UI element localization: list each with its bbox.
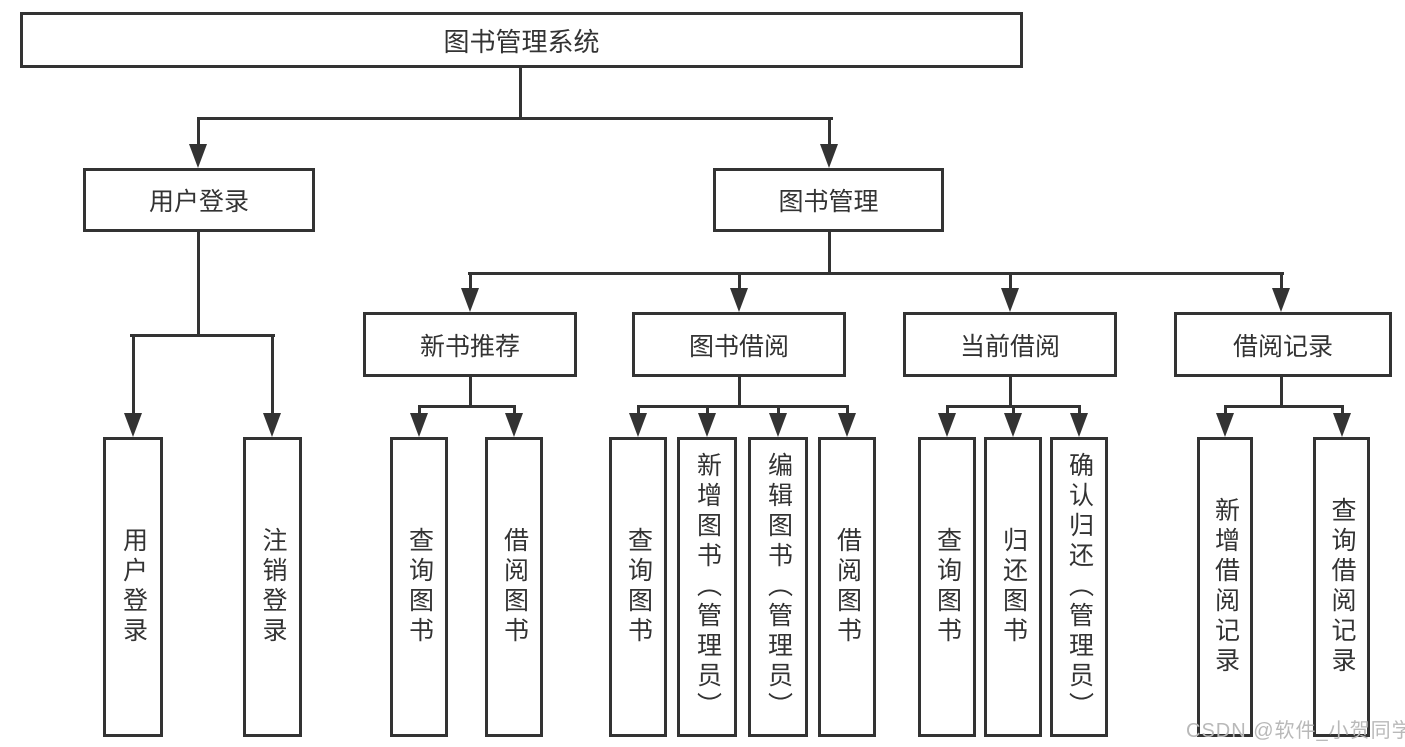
node-label: 查询图书: [405, 527, 434, 647]
arrow-down-icon: [1272, 288, 1290, 312]
arrow-down-icon: [1333, 413, 1351, 437]
node-label: 用户登录: [119, 527, 148, 647]
node-label: 查询图书: [933, 527, 962, 647]
connector-line: [513, 408, 516, 417]
node-library-management-system: 图书管理系统: [20, 12, 1023, 68]
connector-line: [706, 408, 709, 417]
leaf-query-books-recommend: 查询图书: [390, 437, 448, 737]
leaf-query-books-current: 查询图书: [918, 437, 976, 737]
node-label: 查询借阅记录: [1328, 497, 1356, 677]
leaf-query-books-borrowing: 查询图书: [609, 437, 667, 737]
arrow-down-icon: [838, 413, 856, 437]
connector-line: [637, 408, 640, 417]
connector-line: [1224, 405, 1344, 408]
connector-line: [418, 408, 421, 417]
arrow-down-icon: [1070, 413, 1088, 437]
leaf-logout: 注销登录: [243, 437, 302, 737]
node-label: 图书借阅: [688, 332, 789, 361]
arrow-down-icon: [629, 413, 647, 437]
node-new-book-recommendation: 新书推荐: [363, 312, 577, 377]
arrow-down-icon: [769, 413, 787, 437]
connector-line: [1012, 408, 1015, 417]
leaf-user-login: 用户登录: [103, 437, 163, 737]
connector-line: [828, 120, 831, 148]
connector-line: [197, 232, 200, 337]
arrow-down-icon: [820, 144, 838, 168]
arrow-down-icon: [461, 288, 479, 312]
connector-line: [637, 405, 849, 408]
node-label: 新增图书（管理员）: [693, 452, 722, 722]
node-label: 确认归还（管理员）: [1065, 452, 1094, 722]
arrow-down-icon: [124, 413, 142, 437]
node-label: 借阅记录: [1232, 332, 1333, 361]
connector-line: [777, 408, 780, 417]
leaf-borrow-books-recommend: 借阅图书: [485, 437, 543, 737]
arrow-down-icon: [1001, 288, 1019, 312]
arrow-down-icon: [1004, 413, 1022, 437]
node-label: 新书推荐: [419, 332, 520, 361]
leaf-return-books: 归还图书: [984, 437, 1042, 737]
node-book-borrowing: 图书借阅: [632, 312, 846, 377]
node-borrowing-records: 借阅记录: [1174, 312, 1392, 377]
connector-line: [468, 272, 1284, 275]
leaf-confirm-return-admin: 确认归还（管理员）: [1050, 437, 1108, 737]
node-user-login: 用户登录: [83, 168, 315, 232]
connector-line: [946, 408, 949, 417]
connector-line: [197, 120, 200, 148]
node-label: 新增借阅记录: [1211, 497, 1240, 677]
connector-line: [1280, 275, 1283, 291]
node-label: 图书管理系统: [443, 26, 600, 57]
node-label: 查询图书: [624, 527, 653, 647]
connector-line: [738, 275, 741, 291]
connector-line: [469, 377, 472, 408]
arrow-down-icon: [189, 144, 207, 168]
node-label: 借阅图书: [500, 527, 529, 647]
node-label: 注销登录: [259, 527, 287, 647]
connector-line: [469, 275, 472, 291]
node-label: 当前借阅: [959, 332, 1060, 361]
connector-line: [1341, 408, 1344, 417]
node-label: 用户登录: [148, 188, 249, 216]
node-label: 图书管理: [778, 188, 879, 216]
connector-line: [846, 408, 849, 417]
node-book-management: 图书管理: [713, 168, 944, 232]
arrow-down-icon: [1216, 413, 1234, 437]
connector-line: [418, 405, 516, 408]
connector-line: [271, 337, 274, 417]
leaf-query-borrow-record: 查询借阅记录: [1313, 437, 1370, 737]
node-label: 编辑图书（管理员）: [764, 452, 793, 722]
node-label: 归还图书: [999, 527, 1028, 647]
connector-line: [519, 68, 522, 117]
connector-line: [132, 337, 135, 417]
arrow-down-icon: [505, 413, 523, 437]
leaf-edit-books-admin: 编辑图书（管理员）: [748, 437, 808, 737]
node-label: 借阅图书: [833, 527, 862, 647]
arrow-down-icon: [730, 288, 748, 312]
leaf-add-borrow-record: 新增借阅记录: [1197, 437, 1253, 737]
connector-line: [197, 117, 833, 120]
arrow-down-icon: [698, 413, 716, 437]
arrow-down-icon: [410, 413, 428, 437]
arrow-down-icon: [263, 413, 281, 437]
arrow-down-icon: [938, 413, 956, 437]
connector-line: [1280, 377, 1283, 408]
leaf-borrow-books-borrowing: 借阅图书: [818, 437, 876, 737]
connector-line: [1009, 377, 1012, 408]
connector-line: [1224, 408, 1227, 417]
csdn-watermark: CSDN @软件_小贺同学: [1186, 720, 1405, 742]
connector-line: [946, 405, 1081, 408]
connector-line: [130, 334, 275, 337]
connector-line: [738, 377, 741, 408]
connector-line: [1078, 408, 1081, 417]
connector-line: [828, 232, 831, 275]
connector-line: [1009, 275, 1012, 291]
node-current-borrowing: 当前借阅: [903, 312, 1117, 377]
leaf-add-books-admin: 新增图书（管理员）: [677, 437, 737, 737]
